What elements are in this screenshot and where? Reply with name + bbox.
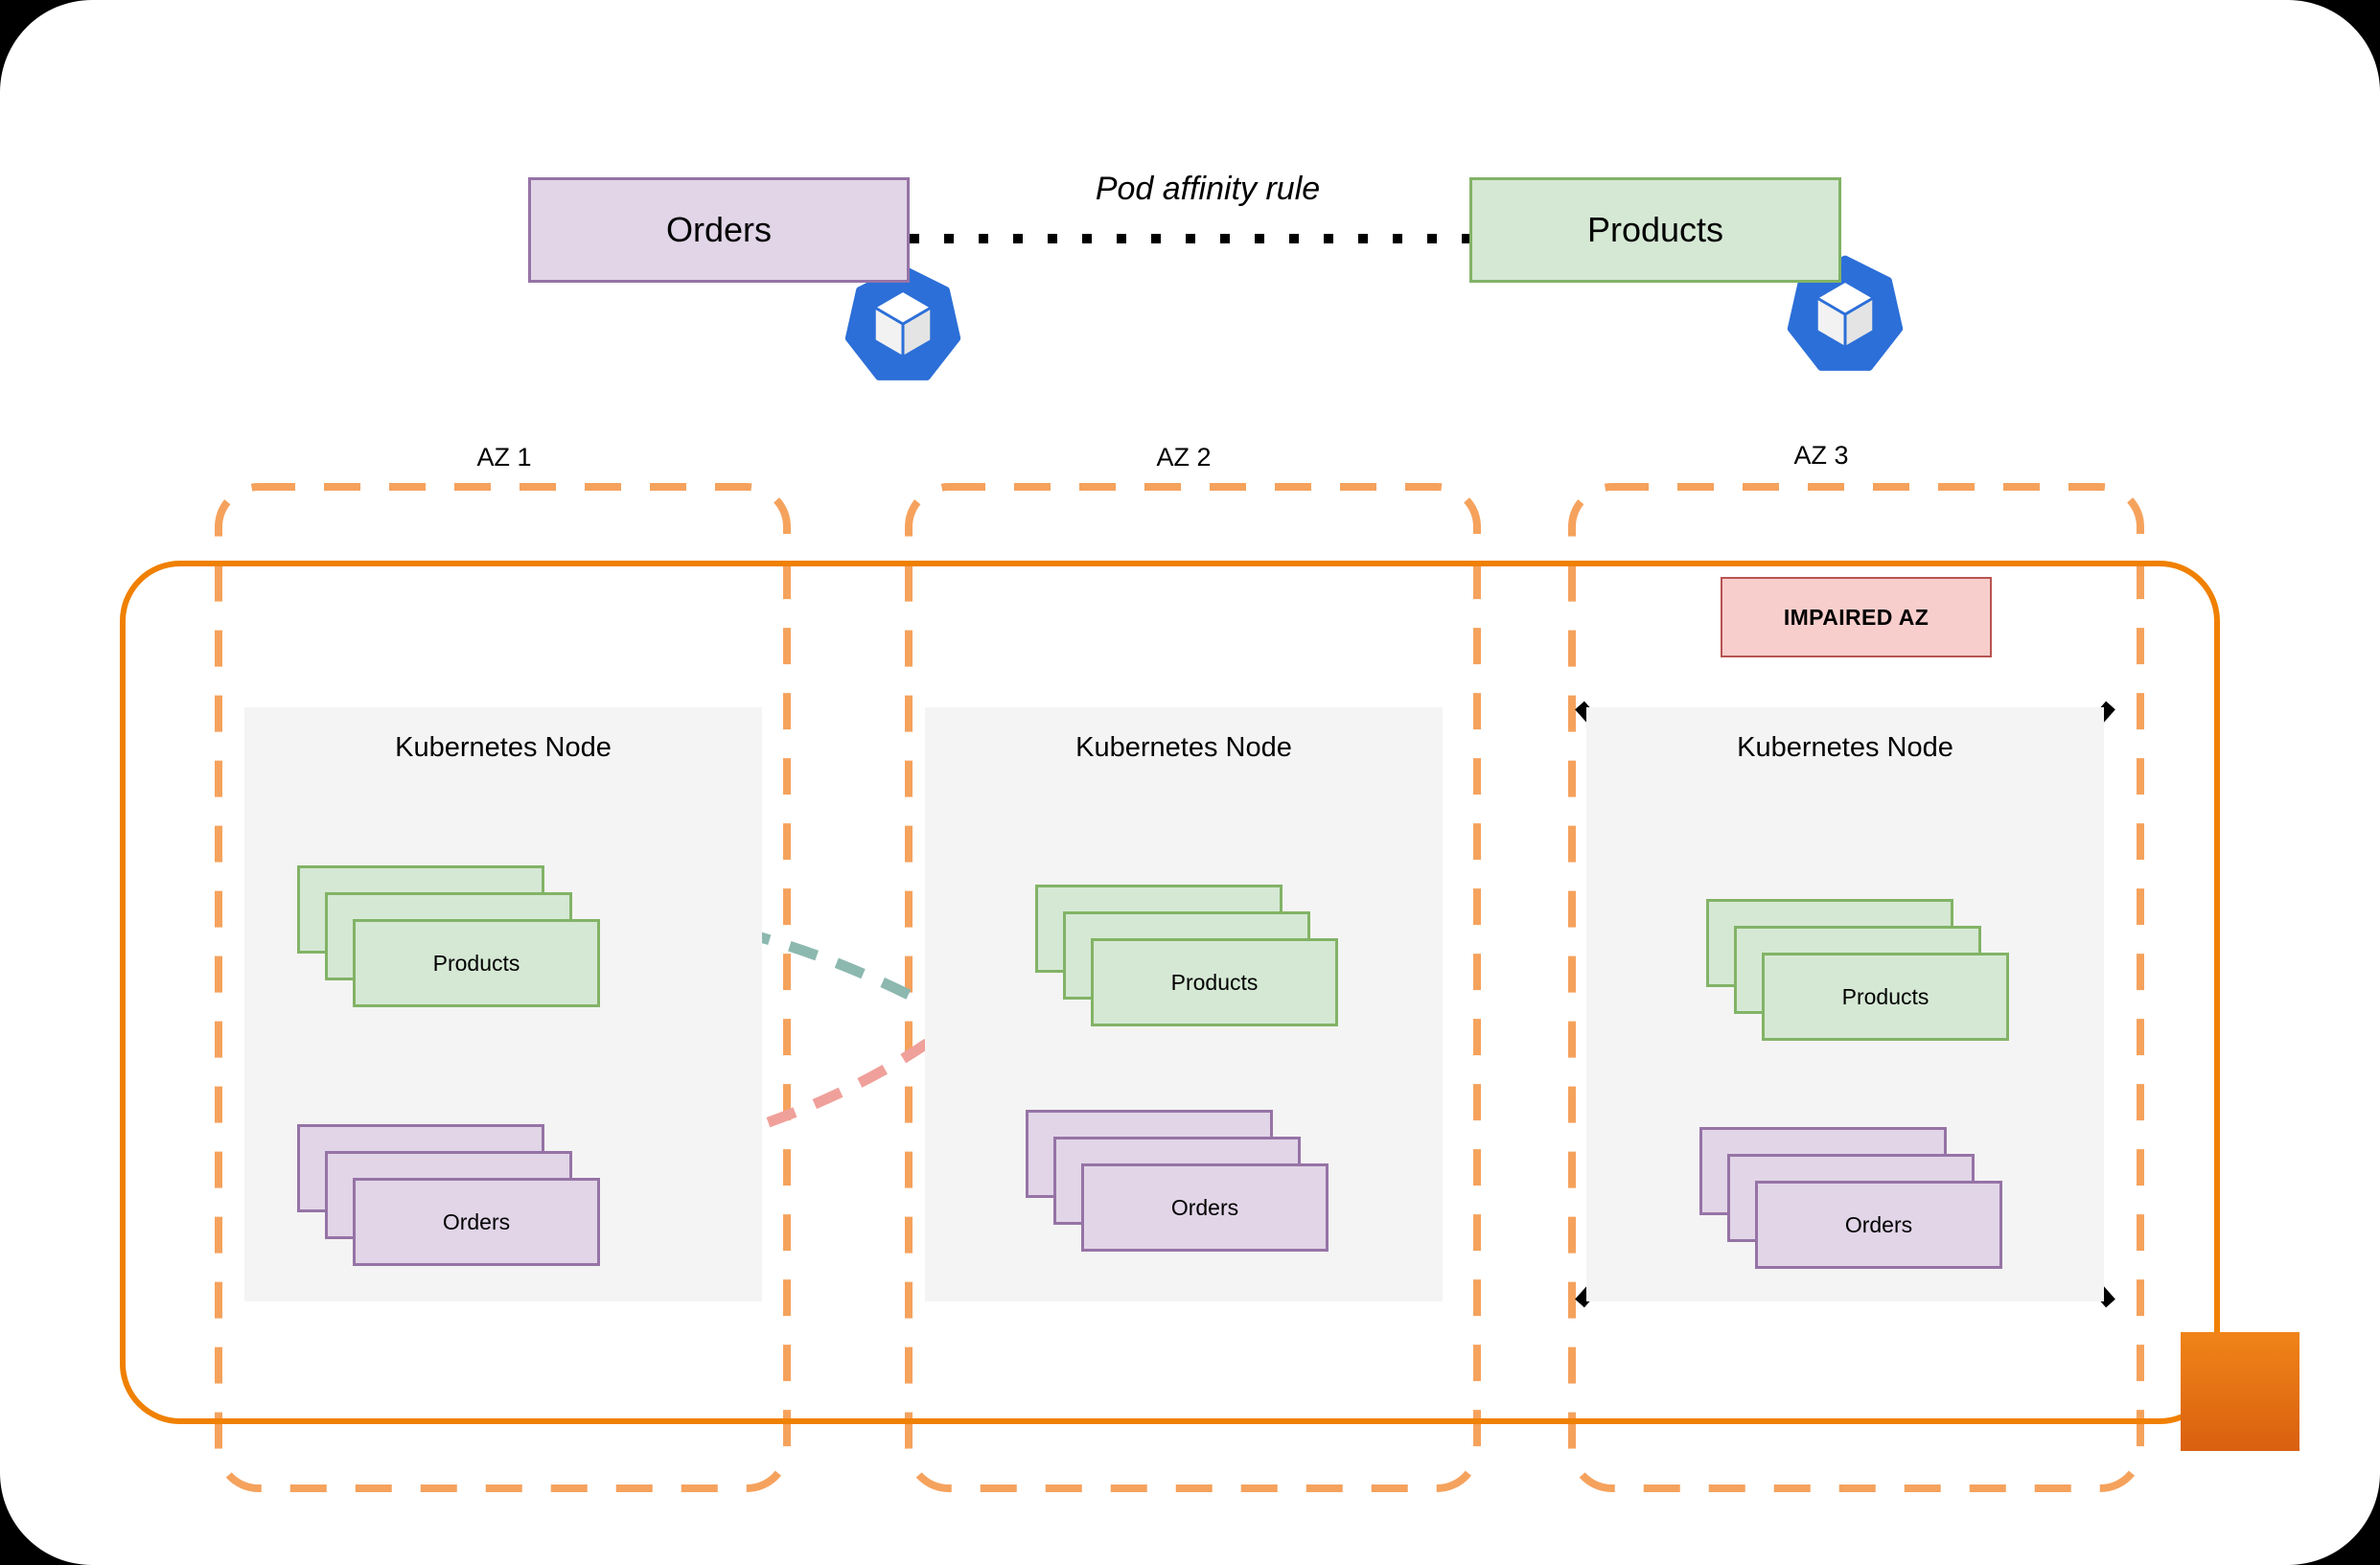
kubernetes-node-az1[interactable]: Kubernetes Node Products Orders (244, 707, 762, 1301)
az-label-1: AZ 1 (476, 443, 532, 472)
pod-replica (1755, 1181, 2002, 1269)
pod-affinity-rule-label: Pod affinity rule (1095, 171, 1321, 207)
kubernetes-node-az3[interactable]: Kubernetes Node Products Orders (1586, 707, 2104, 1301)
pod-stack-products-az3[interactable]: Products (1706, 899, 2051, 1043)
service-box-products[interactable]: Products (1469, 177, 1841, 283)
pod-label: Orders (1170, 1194, 1239, 1220)
service-box-orders[interactable]: Orders (528, 177, 910, 283)
impaired-az-badge: IMPAIRED AZ (1721, 577, 1992, 657)
service-label: Orders (665, 210, 773, 249)
kubernetes-icon (847, 266, 959, 379)
az-label-3: AZ 3 (1793, 441, 1849, 470)
pod-replica (1762, 953, 2009, 1041)
node-title: Kubernetes Node (1075, 732, 1292, 763)
pod-stack-orders-az2[interactable]: Orders (1026, 1110, 1371, 1254)
pod-label: Orders (442, 1208, 511, 1234)
pod-label: Products (1841, 983, 1929, 1009)
pod-replica (1091, 938, 1338, 1026)
pod-stack-products-az2[interactable]: Products (1035, 885, 1380, 1028)
pod-replica (1081, 1163, 1329, 1252)
pod-label: Products (432, 950, 520, 976)
pod-stack-orders-az1[interactable]: Orders (297, 1124, 642, 1268)
pod-label: Products (1170, 969, 1259, 995)
pod-replica (353, 919, 600, 1007)
node-title: Kubernetes Node (395, 732, 612, 763)
az-label-2: AZ 2 (1156, 443, 1212, 472)
kubernetes-node-az2[interactable]: Kubernetes Node Products Orders (925, 707, 1443, 1301)
kubernetes-cluster-logo-tile (2181, 1332, 2299, 1451)
pod-replica (353, 1178, 600, 1266)
pod-label: Orders (1844, 1211, 1913, 1237)
pod-stack-products-az1[interactable]: Products (297, 865, 642, 1009)
pod-stack-orders-az3[interactable]: Orders (1699, 1127, 2045, 1271)
node-title: Kubernetes Node (1737, 732, 1953, 763)
service-label: Products (1586, 210, 1724, 249)
